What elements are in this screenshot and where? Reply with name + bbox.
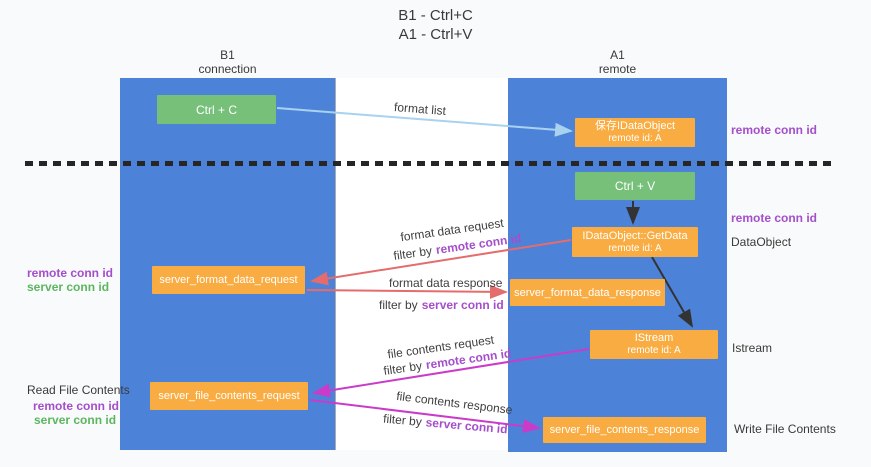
save-idataobject-box: 保存IDataObject remote id: A <box>575 118 695 147</box>
ctrl-v-label: Ctrl + V <box>614 179 656 193</box>
istream-line1: IStream <box>634 332 674 344</box>
dashed-divider <box>25 161 832 166</box>
read-file-contents-label: Read File Contents <box>27 383 130 397</box>
filter-by-text: filter by <box>379 298 418 312</box>
save-idataobject-line2: remote id: A <box>608 133 662 144</box>
left-remote-conn-id-top: remote conn id <box>27 266 114 280</box>
istream-side-label: Istream <box>732 341 773 355</box>
ctrl-v-box: Ctrl + V <box>575 172 695 200</box>
server-file-contents-response-label: server_file_contents_response <box>549 424 700 436</box>
format-data-response-label: format data response <box>389 276 503 290</box>
dataobject-label: DataObject <box>731 235 792 249</box>
server-file-contents-request-label: server_file_contents_request <box>158 390 300 402</box>
server-conn-id-text: server conn id <box>421 298 504 312</box>
server-format-data-response-label: server_format_data_response <box>514 286 661 299</box>
title-line-2: A1 - Ctrl+V <box>398 26 473 43</box>
right-column-header: A1 remote <box>508 48 727 76</box>
save-idataobject-line1: 保存IDataObject <box>594 120 676 132</box>
server-file-contents-request-box: server_file_contents_request <box>150 382 308 410</box>
left-column-header: B1 connection <box>120 48 335 76</box>
left-column-role: connection <box>198 62 257 76</box>
ctrl-c-box: Ctrl + C <box>157 95 276 124</box>
server-format-data-response-box: server_format_data_response <box>510 279 665 306</box>
server-format-data-request-label: server_format_data_request <box>159 274 298 286</box>
right-remote-conn-id-mid: remote conn id <box>731 211 818 225</box>
right-column-role: remote <box>598 62 637 76</box>
getdata-line1: IDataObject::GetData <box>582 229 688 242</box>
title-line-1: B1 - Ctrl+C <box>398 7 473 24</box>
server-file-contents-response-box: server_file_contents_response <box>543 417 706 443</box>
right-column-name: A1 <box>610 48 625 62</box>
istream-box: IStream remote id: A <box>590 330 718 359</box>
left-server-conn-id-bottom: server conn id <box>34 413 117 427</box>
idataobject-getdata-box: IDataObject::GetData remote id: A <box>572 227 698 257</box>
ctrl-c-label: Ctrl + C <box>195 102 237 117</box>
server-format-data-request-box: server_format_data_request <box>152 266 305 294</box>
right-remote-conn-id-top: remote conn id <box>731 123 818 137</box>
left-column-name: B1 <box>220 48 235 62</box>
istream-line2: remote id: A <box>627 345 681 356</box>
left-server-conn-id-top: server conn id <box>27 280 110 294</box>
getdata-line2: remote id: A <box>608 242 662 254</box>
diagram-title: B1 - Ctrl+C A1 - Ctrl+V <box>0 6 871 44</box>
write-file-contents-label: Write File Contents <box>734 422 836 436</box>
left-remote-conn-id-bottom: remote conn id <box>33 399 120 413</box>
